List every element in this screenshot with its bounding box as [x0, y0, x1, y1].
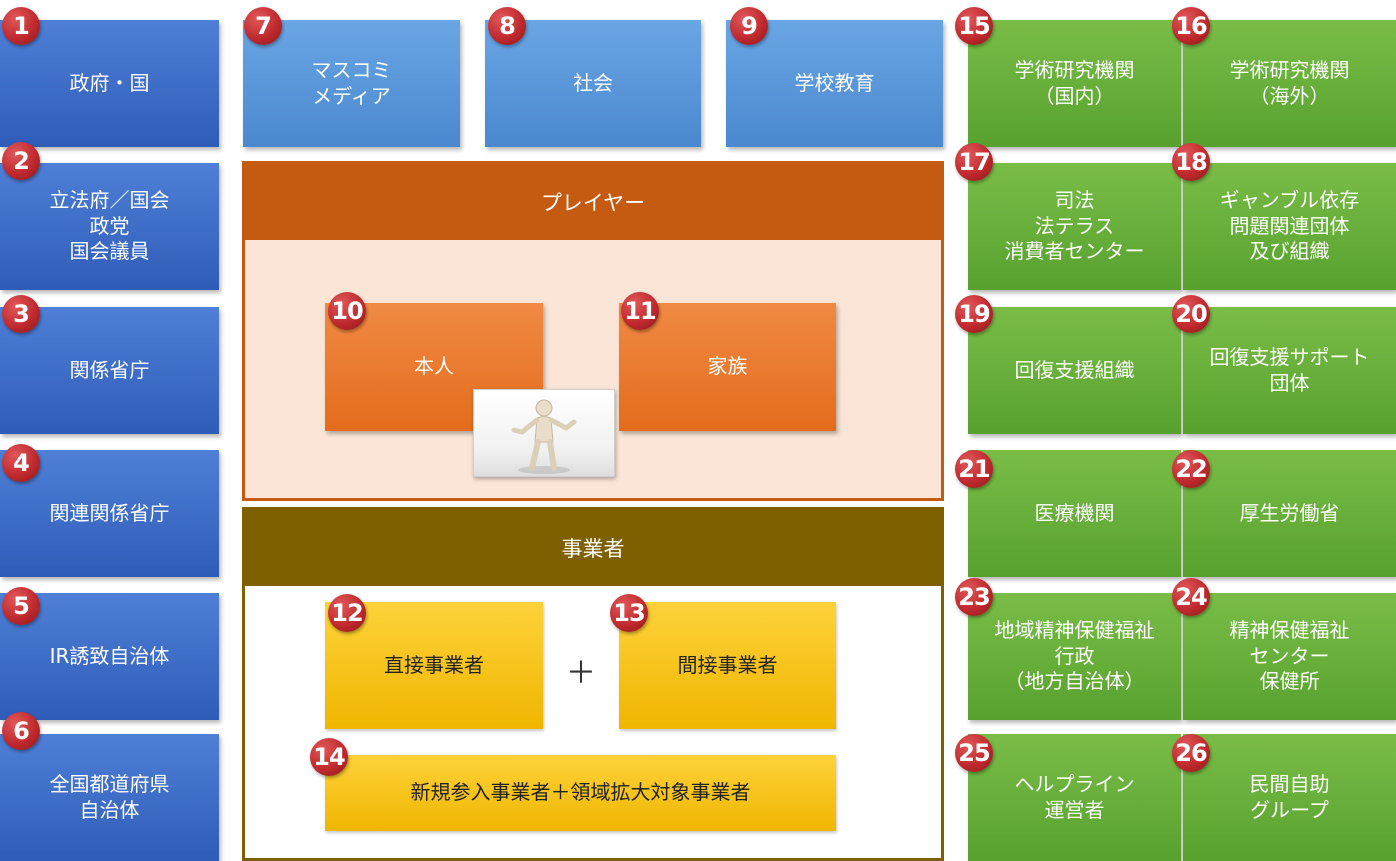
entity-label: 新規参入事業者＋領域拡大対象事業者: [410, 780, 751, 805]
number-badge-12: 12: [328, 594, 366, 632]
number-badge-25: 25: [955, 734, 993, 772]
operator-panel-header: 事業者: [245, 510, 941, 586]
number-badge-10: 10: [328, 292, 366, 330]
player-panel-header: プレイヤー: [245, 164, 941, 240]
player-panel-title: プレイヤー: [540, 191, 646, 215]
entity-label: マスコミ メディア: [311, 57, 392, 108]
entity-label: ギャンブル依存 問題関連団体 及び組織: [1219, 188, 1360, 264]
number-badge-26: 26: [1172, 734, 1210, 772]
entity-label: 地域精神保健福祉 行政 （地方自治体）: [994, 618, 1155, 694]
entity-label: 全国都道府県 自治体: [49, 771, 170, 822]
person-figure-icon: [511, 399, 577, 474]
entity-label: 政府・国: [69, 70, 150, 95]
entity-label: 学校教育: [794, 70, 875, 95]
entity-box-9: 学校教育: [726, 20, 943, 147]
entity-label: 関連関係省庁: [49, 500, 170, 525]
entity-label: 家族: [707, 354, 748, 379]
number-badge-2: 2: [2, 142, 40, 180]
entity-box-26: 民間自助 グループ: [1183, 734, 1396, 861]
entity-label: 間接事業者: [677, 652, 778, 677]
number-badge-1: 1: [2, 7, 40, 45]
entity-box-22: 厚生労働省: [1183, 450, 1396, 577]
entity-label: 直接事業者: [384, 652, 484, 677]
operator-panel-title: 事業者: [561, 537, 625, 561]
entity-label: 厚生労働省: [1239, 500, 1340, 525]
entity-box-16: 学術研究機関 （海外）: [1183, 20, 1396, 147]
number-badge-17: 17: [955, 143, 993, 181]
plus-sign: ＋: [566, 656, 596, 691]
entity-box-23: 地域精神保健福祉 行政 （地方自治体）: [968, 593, 1181, 720]
entity-box-20: 回復支援サポート 団体: [1183, 307, 1396, 434]
entity-label: 学術研究機関 （海外）: [1229, 57, 1350, 108]
entity-label: 医療機関: [1034, 500, 1115, 525]
entity-label: 精神保健福祉 センター 保健所: [1229, 618, 1350, 694]
number-badge-7: 7: [244, 7, 282, 45]
entity-box-18: ギャンブル依存 問題関連団体 及び組織: [1183, 163, 1396, 290]
entity-label: 社会: [573, 70, 613, 95]
number-badge-4: 4: [2, 444, 40, 482]
entity-box-13: 間接事業者: [619, 602, 836, 729]
entity-box-25: ヘルプライン 運営者: [968, 734, 1181, 861]
entity-box-21: 医療機関: [968, 450, 1181, 577]
number-badge-3: 3: [2, 295, 40, 333]
number-badge-19: 19: [955, 295, 993, 333]
number-badge-18: 18: [1172, 143, 1210, 181]
number-badge-20: 20: [1172, 295, 1210, 333]
entity-label: 回復支援サポート 団体: [1209, 344, 1370, 395]
number-badge-23: 23: [955, 578, 993, 616]
number-badge-9: 9: [730, 7, 768, 45]
entity-label: 学術研究機関 （国内）: [1014, 57, 1135, 108]
number-badge-6: 6: [2, 712, 40, 750]
number-badge-15: 15: [955, 7, 993, 45]
number-badge-11: 11: [621, 292, 659, 330]
number-badge-5: 5: [2, 587, 40, 625]
entity-label: 立法府／国会 政党 国会議員: [49, 188, 170, 264]
entity-box-8: 社会: [485, 20, 701, 147]
number-badge-8: 8: [488, 7, 526, 45]
entity-box-17: 司法 法テラス 消費者センター: [968, 163, 1181, 290]
entity-box-2: 立法府／国会 政党 国会議員: [0, 163, 219, 290]
entity-box-1: 政府・国: [0, 20, 219, 147]
entity-box-6: 全国都道府県 自治体: [0, 734, 219, 861]
entity-box-15: 学術研究機関 （国内）: [968, 20, 1181, 147]
entity-label: 司法 法テラス 消費者センター: [1004, 188, 1145, 264]
number-badge-14: 14: [310, 738, 348, 776]
entity-label: IR誘致自治体: [49, 643, 170, 668]
number-badge-13: 13: [610, 594, 648, 632]
entity-label: ヘルプライン 運営者: [1014, 771, 1135, 822]
person-illustration: [473, 389, 615, 477]
entity-box-7: マスコミ メディア: [243, 20, 460, 147]
entity-box-14: 新規参入事業者＋領域拡大対象事業者: [325, 755, 836, 831]
entity-label: 回復支援組織: [1014, 357, 1135, 382]
entity-box-19: 回復支援組織: [968, 307, 1181, 434]
number-badge-21: 21: [955, 450, 993, 488]
entity-label: 関係省庁: [69, 357, 150, 382]
entity-label: 本人: [414, 354, 454, 379]
number-badge-24: 24: [1172, 578, 1210, 616]
entity-label: 民間自助 グループ: [1249, 771, 1330, 822]
number-badge-22: 22: [1172, 450, 1210, 488]
number-badge-16: 16: [1172, 7, 1210, 45]
entity-box-24: 精神保健福祉 センター 保健所: [1183, 593, 1396, 720]
entity-box-3: 関係省庁: [0, 307, 219, 434]
